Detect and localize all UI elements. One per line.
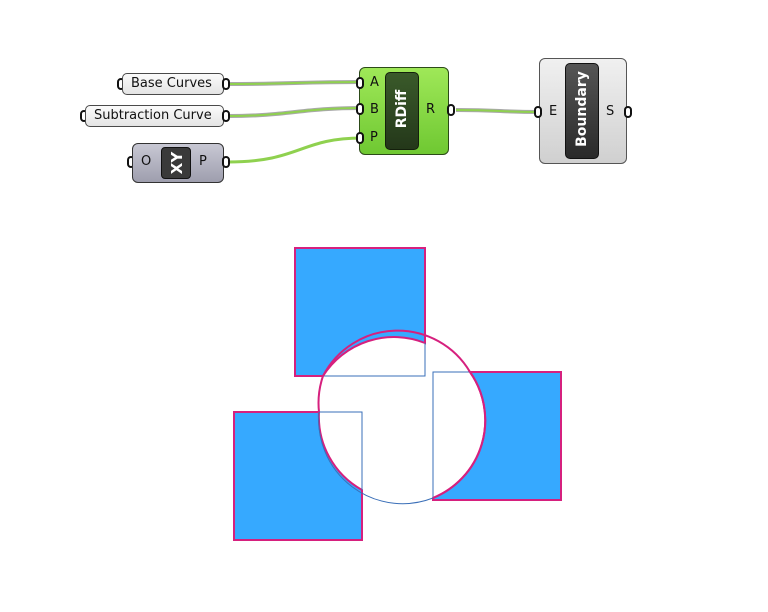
xy-port-o: O xyxy=(141,154,152,169)
boundary-output-grip[interactable] xyxy=(624,106,632,118)
xy-title: XY xyxy=(168,151,186,175)
rdiff-input-a-grip[interactable] xyxy=(356,77,364,89)
base-curves-label: Base Curves xyxy=(131,76,212,91)
rdiff-output-grip[interactable] xyxy=(447,104,455,116)
wire-plane[interactable] xyxy=(227,136,363,164)
rdiff-title-block: RDiff xyxy=(385,72,419,150)
rdiff-input-p-grip[interactable] xyxy=(356,132,364,144)
subtraction-curve-label: Subtraction Curve xyxy=(94,108,212,123)
boundary-port-s: S xyxy=(606,104,615,119)
boundary-title: Boundary xyxy=(574,71,590,147)
base-curves-out-grip[interactable] xyxy=(222,78,230,90)
rdiff-port-r: R xyxy=(426,102,436,117)
base-curves-param[interactable]: Base Curves xyxy=(122,73,224,95)
subtraction-curve-param[interactable]: Subtraction Curve xyxy=(85,105,224,127)
boundary-component[interactable]: E Boundary S xyxy=(539,58,627,164)
rdiff-port-p: P xyxy=(370,130,378,145)
subtraction-out-grip[interactable] xyxy=(222,110,230,122)
xy-plane-component[interactable]: O XY P xyxy=(132,143,224,183)
xy-title-block: XY xyxy=(161,147,191,179)
rdiff-port-a: A xyxy=(370,75,379,90)
xy-output-grip[interactable] xyxy=(222,156,230,168)
boundary-title-block: Boundary xyxy=(565,63,599,159)
rdiff-input-b-grip[interactable] xyxy=(356,103,364,115)
boundary-input-grip[interactable] xyxy=(534,106,542,118)
rdiff-component[interactable]: A B P RDiff R xyxy=(359,67,449,155)
rdiff-port-b: B xyxy=(370,102,379,117)
xy-port-p: P xyxy=(199,154,207,169)
rdiff-title: RDiff xyxy=(394,89,410,129)
boundary-port-e: E xyxy=(549,104,558,119)
